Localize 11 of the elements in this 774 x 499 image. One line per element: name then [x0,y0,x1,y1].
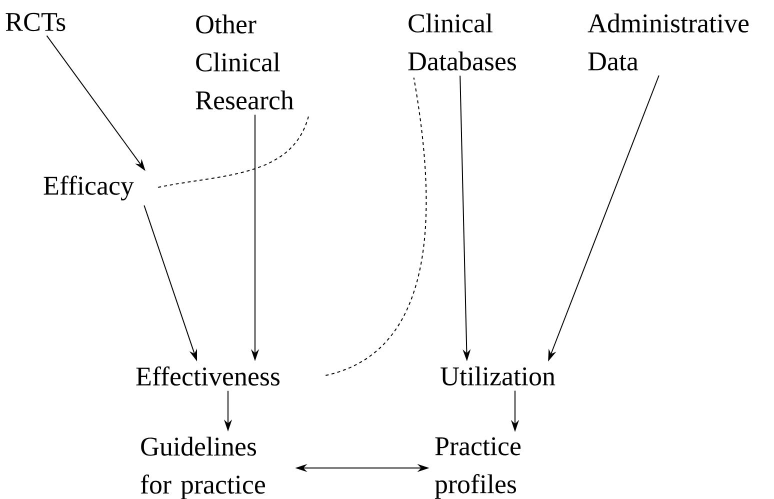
text-label: Other Clinical Research [196,14,294,110]
text-label: RCTs [6,12,66,32]
text-label: Clinical Databases [408,14,516,70]
text-label: Guidelines for practice [140,436,265,499]
dashed-line [158,116,309,188]
text-label: Effectiveness [136,366,280,386]
text-label: Practice profiles [434,437,521,499]
text-label: Utilization [440,366,556,386]
text-label: Administrative Data [588,14,749,70]
dashed-line [325,77,427,376]
text-label: Efficacy [44,176,134,200]
